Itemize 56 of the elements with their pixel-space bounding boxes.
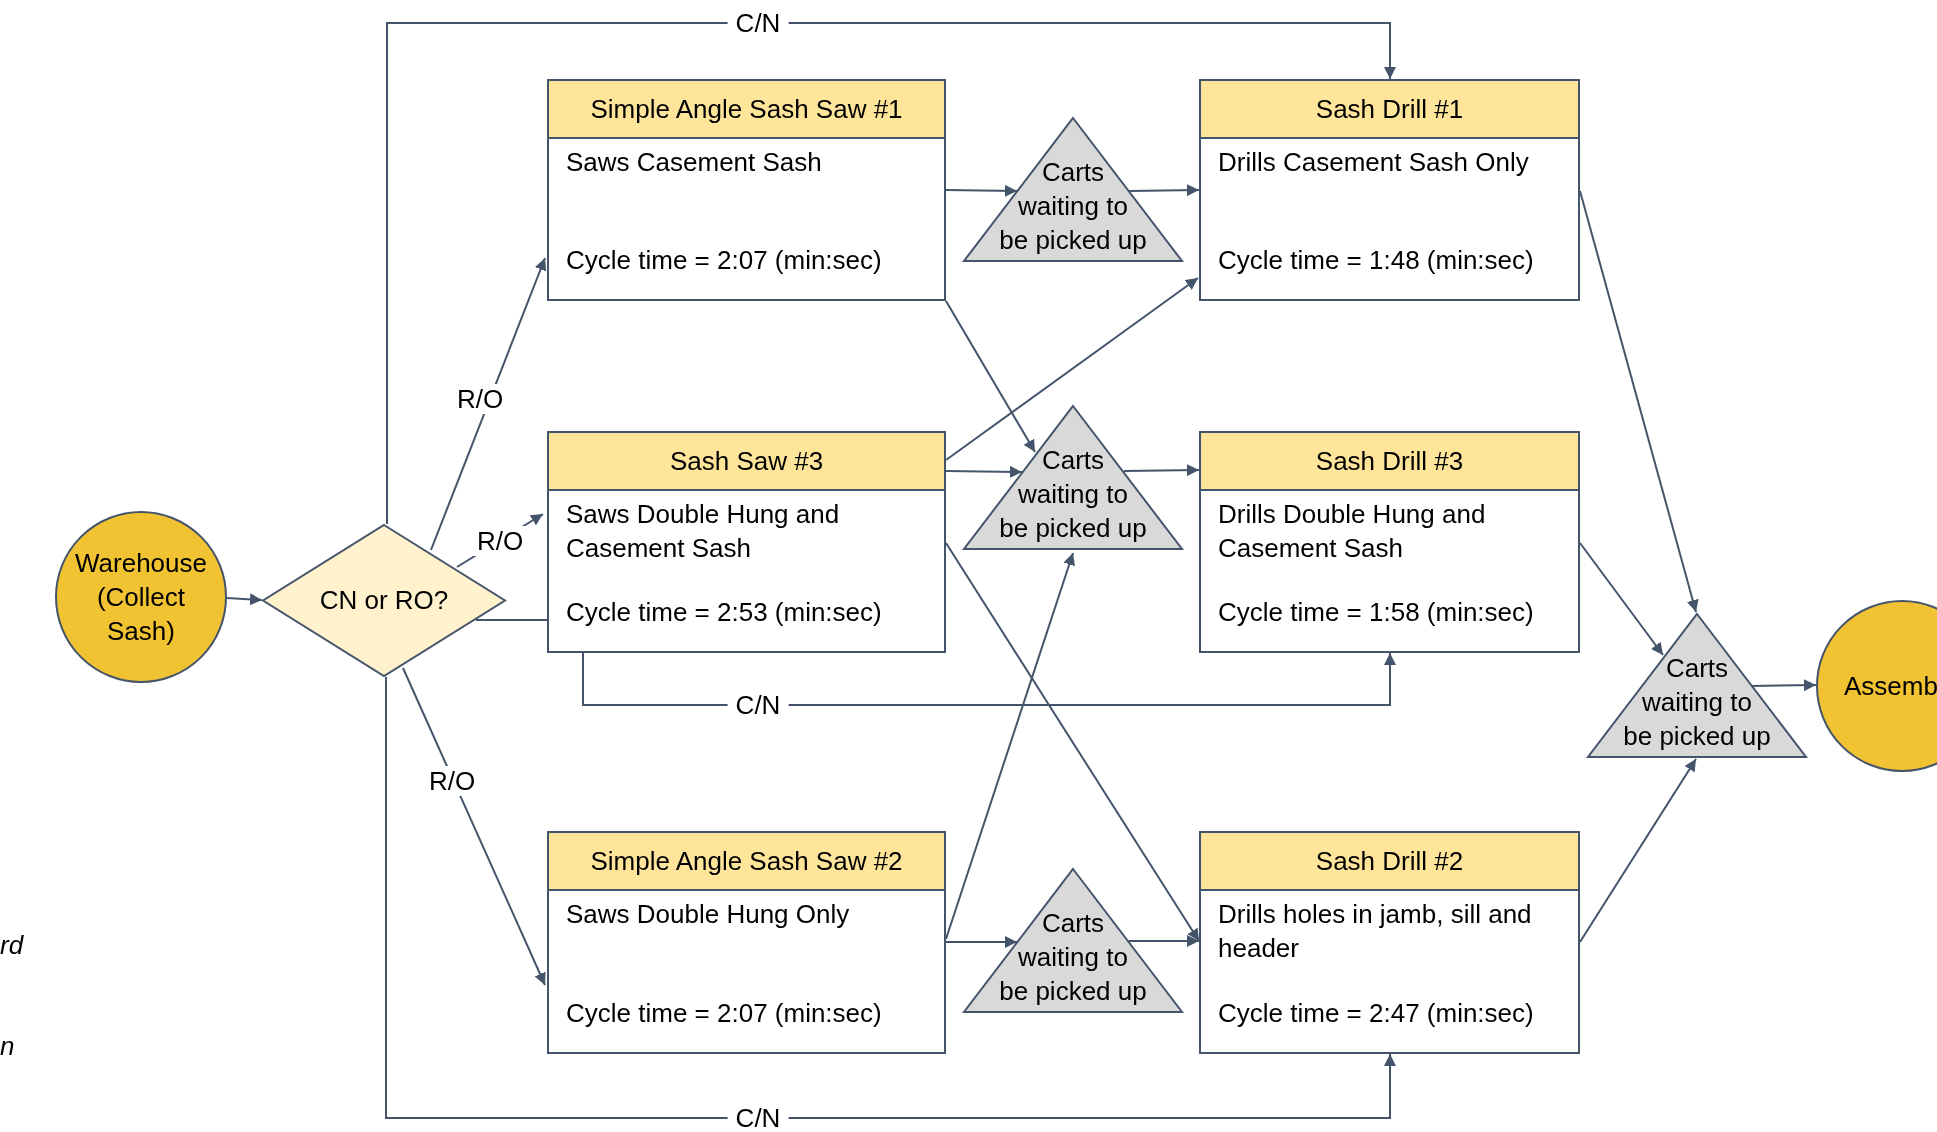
- arrow: [402, 667, 546, 986]
- arrow: [945, 465, 1023, 478]
- box-title: Simple Angle Sash Saw #1: [549, 81, 944, 139]
- arrow: [430, 257, 547, 551]
- description-text: Drills holes in jamb, sill and header: [1218, 898, 1533, 965]
- process-box: [547, 79, 946, 301]
- cycle-time-text: Cycle time = 2:53 (min:sec): [566, 596, 883, 629]
- arrow: [385, 676, 1396, 1119]
- arrow: [226, 593, 263, 606]
- connector-line: [475, 619, 548, 621]
- arrow: [945, 184, 1018, 197]
- box-title: Simple Angle Sash Saw #2: [549, 833, 944, 891]
- note-text: rd: [0, 930, 24, 961]
- circle-label: Warehouse (Collect Sash): [74, 547, 208, 648]
- decision-label: CN or RO?: [319, 585, 449, 616]
- arrow: [1128, 935, 1200, 947]
- cycle-time-text: Cycle time = 1:48 (min:sec): [1218, 244, 1535, 277]
- cycle-time-text: Cycle time = 2:07 (min:sec): [566, 997, 883, 1030]
- arrow: [1128, 184, 1200, 197]
- process-box: [547, 431, 946, 653]
- triangle-label: Carts waiting to be picked up: [998, 156, 1148, 257]
- process-box: [1199, 79, 1580, 301]
- arrow: [1123, 464, 1200, 477]
- arrow: [1579, 758, 1697, 943]
- queue-triangle: [963, 868, 1183, 1013]
- cycle-time-text: Cycle time = 1:58 (min:sec): [1218, 596, 1535, 629]
- process-box: [547, 831, 946, 1054]
- arrow: [945, 300, 1036, 453]
- process-box: [1199, 831, 1580, 1054]
- description-text: Saws Casement Sash: [566, 146, 823, 179]
- box-title: Sash Drill #2: [1201, 833, 1578, 891]
- description-text: Saws Double Hung and Casement Sash: [566, 498, 841, 565]
- cycle-time-text: Cycle time = 2:07 (min:sec): [566, 244, 883, 277]
- triangle-label: Carts waiting to be picked up: [1622, 652, 1772, 753]
- description-text: Saws Double Hung Only: [566, 898, 851, 931]
- description-text: Drills Double Hung and Casement Sash: [1218, 498, 1487, 565]
- queue-triangle: [963, 405, 1183, 550]
- description-text: Drills Casement Sash Only: [1218, 146, 1530, 179]
- arrow: [582, 652, 1396, 706]
- arrow: [945, 936, 1018, 948]
- cycle-time-text: Cycle time = 2:47 (min:sec): [1218, 997, 1535, 1030]
- arrow: [945, 277, 1199, 461]
- arrow: [945, 542, 1200, 942]
- process-box: [1199, 431, 1580, 653]
- circle-label: Assemb: [1844, 670, 1937, 703]
- queue-triangle: [1587, 613, 1807, 758]
- note-text: n: [0, 1031, 15, 1062]
- arrow: [1751, 679, 1817, 692]
- triangle-label: Carts waiting to be picked up: [998, 907, 1148, 1008]
- arrow: [1579, 542, 1664, 656]
- triangle-label: Carts waiting to be picked up: [998, 444, 1148, 545]
- arrow: [386, 22, 1396, 525]
- queue-triangle: [963, 117, 1183, 262]
- box-title: Sash Saw #3: [549, 433, 944, 491]
- box-title: Sash Drill #3: [1201, 433, 1578, 491]
- box-title: Sash Drill #1: [1201, 81, 1578, 139]
